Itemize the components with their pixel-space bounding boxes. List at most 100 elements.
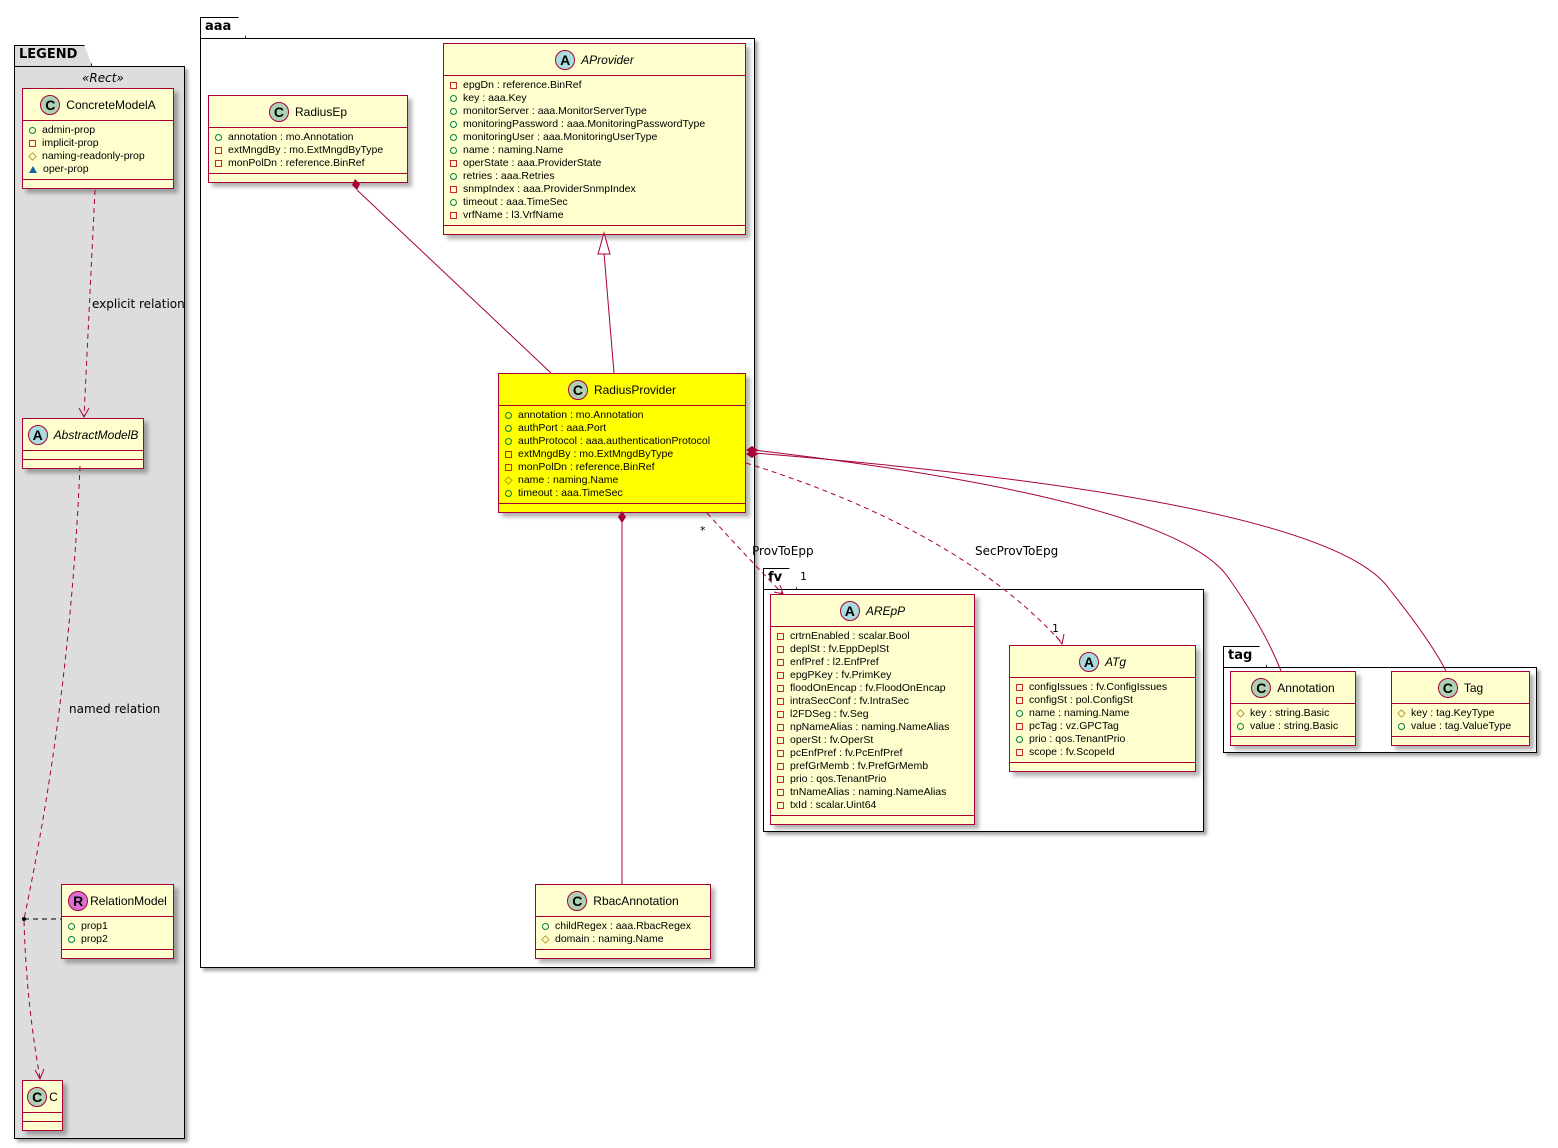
attribute-row: prop1 [68,920,167,933]
private-visibility-icon [450,212,457,219]
class-icon: C [27,1086,48,1107]
attribute-row: intraSecConf : fv.IntraSec [777,695,968,708]
attribute-row: authPort : aaa.Port [505,422,739,435]
class-icon: C [567,890,588,911]
attribute-text: name : naming.Name [1029,707,1130,719]
public-visibility-icon [1398,723,1405,730]
class-name: AREpP [865,603,906,618]
attribute-list [23,1113,62,1122]
attribute-text: epgPKey : fv.PrimKey [790,669,892,681]
attribute-row: timeout : aaa.TimeSec [505,487,739,500]
package-tab-aaa: aaa [200,17,246,38]
private-visibility-icon [505,451,512,458]
method-compartment [444,226,745,234]
class-name: RelationModel [90,893,167,908]
attribute-row: annotation : mo.Annotation [215,131,401,144]
public-visibility-icon [505,438,512,445]
protected-visibility-icon [541,935,550,944]
attribute-row: pcEnfPref : fv.PcEnfPref [777,747,968,760]
attribute-row: domain : naming.Name [541,933,704,946]
public-visibility-icon [450,147,457,154]
package-tab-fv: fv [763,568,797,589]
attribute-row: crtrnEnabled : scalar.Bool [777,630,968,643]
label-explicit-relation: explicit relation [92,297,185,311]
attribute-row: npNameAlias : naming.NameAlias [777,721,968,734]
package-tab-legend: LEGEND [14,45,92,66]
attribute-text: key : string.Basic [1250,707,1330,719]
abstract-class-icon: A [27,424,48,445]
private-visibility-icon [1016,697,1023,704]
private-visibility-icon [505,464,512,471]
private-visibility-icon [777,685,784,692]
attribute-text: value : tag.ValueType [1411,720,1512,732]
attribute-text: enfPref : l2.EnfPref [790,656,879,668]
attribute-text: monPolDn : reference.BinRef [518,461,655,473]
attribute-text: monPolDn : reference.BinRef [228,157,365,169]
attribute-row: key : tag.KeyType [1397,707,1523,720]
attribute-text: crtrnEnabled : scalar.Bool [790,630,910,642]
attribute-text: extMngdBy : mo.ExtMngdByType [228,144,384,156]
public-visibility-icon [215,134,222,141]
attribute-text: naming-readonly-prop [42,150,145,162]
class-name: Tag [1463,680,1484,695]
class-name: ConcreteModelA [66,97,156,112]
attribute-row: deplSt : fv.EppDeplSt [777,643,968,656]
attribute-text: authPort : aaa.Port [518,422,607,434]
attribute-text: admin-prop [42,124,96,136]
attribute-text: annotation : mo.Annotation [228,131,354,143]
attribute-row: key : aaa.Key [450,92,739,105]
protected-visibility-icon [1397,709,1406,718]
attribute-row: authProtocol : aaa.authenticationProtoco… [505,435,739,448]
private-visibility-icon [777,763,784,770]
attribute-text: operState : aaa.ProviderState [463,157,602,169]
attribute-text: timeout : aaa.TimeSec [463,196,568,208]
attribute-text: configIssues : fv.ConfigIssues [1029,681,1168,693]
public-visibility-icon [1016,710,1023,717]
class-icon: C [1437,677,1458,698]
attribute-row: enfPref : l2.EnfPref [777,656,968,669]
attribute-row: configIssues : fv.ConfigIssues [1016,681,1189,694]
attribute-text: implicit-prop [42,137,99,149]
private-visibility-icon [777,737,784,744]
attribute-text: retries : aaa.Retries [463,170,555,182]
private-visibility-icon [215,160,222,167]
attribute-text: timeout : aaa.TimeSec [518,487,623,499]
public-visibility-icon [450,173,457,180]
method-compartment [209,174,407,182]
class-name: RadiusEp [294,104,348,119]
label-prov-to-epp: ProvToEpp [752,544,814,558]
private-visibility-icon [450,160,457,167]
private-visibility-icon [777,724,784,731]
attribute-text: scope : fv.ScopeId [1029,746,1115,758]
protected-visibility-icon [1236,709,1245,718]
attribute-row: operSt : fv.OperSt [777,734,968,747]
attribute-text: vrfName : l3.VrfName [463,209,564,221]
public-visibility-icon [29,127,36,134]
attribute-row: annotation : mo.Annotation [505,409,739,422]
class-name: Annotation [1277,680,1335,695]
private-visibility-icon [777,789,784,796]
public-visibility-icon [505,490,512,497]
attribute-row: extMngdBy : mo.ExtMngdByType [505,448,739,461]
